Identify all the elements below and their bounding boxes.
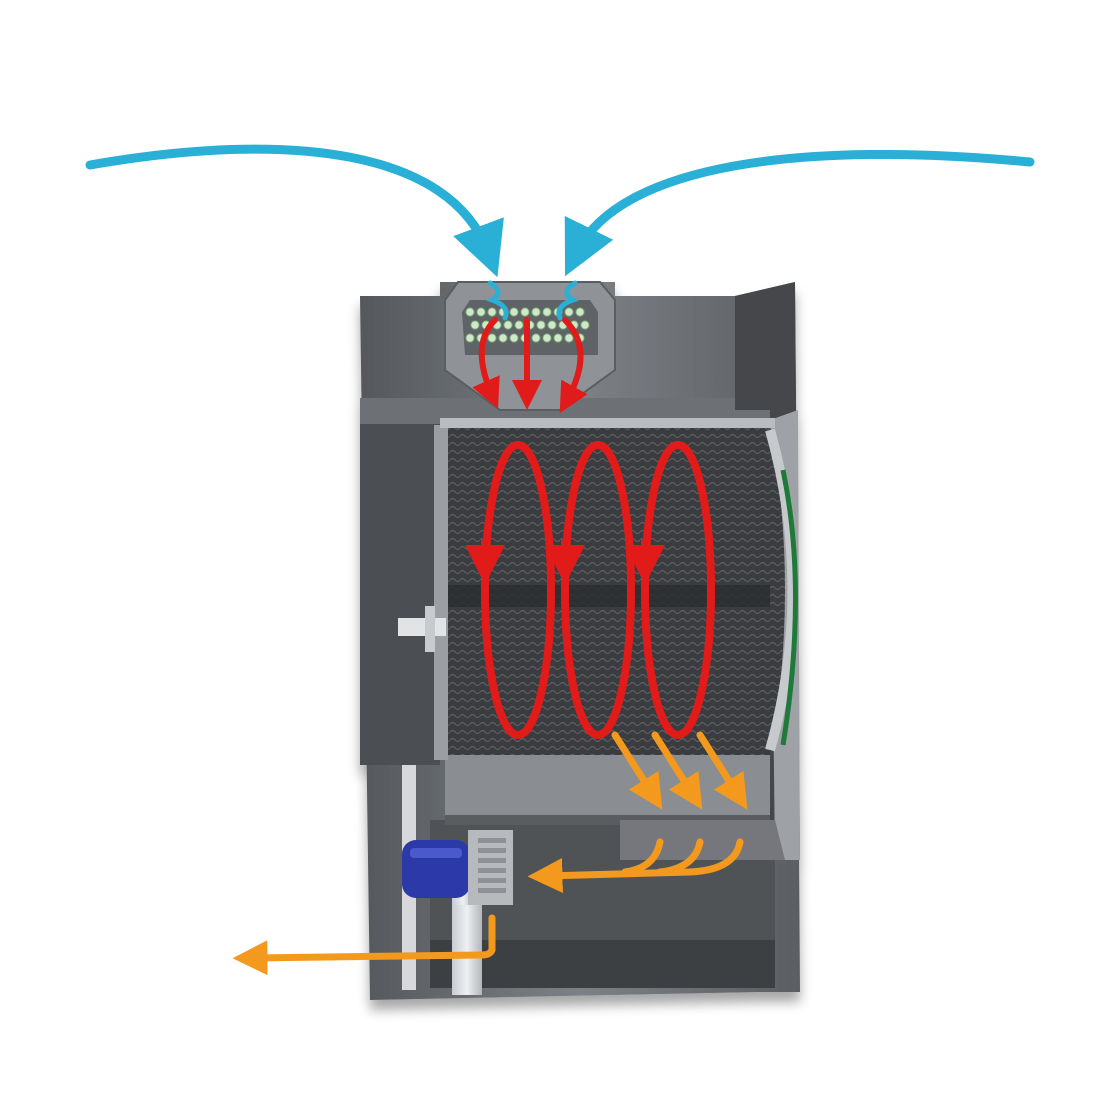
- fan-blade: [478, 878, 506, 883]
- drum: [398, 418, 798, 760]
- drum-shelf: [445, 585, 770, 607]
- exhaust-pipe: [452, 905, 482, 995]
- fan-blade: [478, 868, 506, 873]
- drum-door-rim: [765, 428, 798, 752]
- heater-coils: [465, 307, 590, 343]
- heater-coil: [575, 307, 585, 317]
- heater-coil: [509, 333, 519, 343]
- blower-motor: [402, 830, 513, 905]
- fan-blade: [478, 858, 506, 863]
- heater-coil: [520, 307, 530, 317]
- heater-coil: [564, 307, 574, 317]
- intake-arrow-left: [85, 144, 504, 278]
- hot-air-loop: [641, 441, 715, 739]
- intake-arrow-right: [564, 149, 1035, 277]
- heater-coil: [465, 333, 475, 343]
- hot-air-loop: [561, 441, 635, 739]
- circulating-hot-air: [465, 441, 715, 739]
- heater-coil: [509, 307, 519, 317]
- heater-coil: [547, 320, 557, 330]
- heated-air-flow: [472, 317, 588, 414]
- heater-coil: [536, 320, 546, 330]
- exhaust-air-flow: [611, 731, 748, 810]
- heater-coil: [487, 307, 497, 317]
- heater-coil: [487, 333, 497, 343]
- heater-coil: [503, 320, 513, 330]
- heater-coil: [498, 333, 508, 343]
- heater-coil: [476, 307, 486, 317]
- fan-blade: [478, 888, 506, 893]
- heater-coil: [470, 320, 480, 330]
- cabinet-left-panel: [360, 420, 440, 765]
- fan-blade: [478, 848, 506, 853]
- exhaust-branch-arrow: [651, 731, 703, 810]
- heater-coil: [531, 333, 541, 343]
- heater-coil: [542, 307, 552, 317]
- fan-impeller: [478, 838, 506, 893]
- heater-coil: [580, 320, 590, 330]
- heater-coil: [465, 307, 475, 317]
- heater-coil: [531, 307, 541, 317]
- drum-rim-top: [440, 418, 775, 428]
- heater-coil: [542, 333, 552, 343]
- exhaust-branch-arrow: [611, 731, 663, 810]
- heater-coil: [564, 333, 574, 343]
- exhaust-arrow-to-fan: [527, 838, 744, 894]
- drum-shaft: [398, 606, 446, 652]
- hot-air-loop: [481, 441, 555, 739]
- fan-blade: [478, 838, 506, 843]
- exhaust-branch-arrow: [696, 731, 748, 810]
- intake-air-flow: [85, 144, 1035, 321]
- heater-coil: [553, 333, 563, 343]
- drum-left-lip: [434, 425, 448, 760]
- exhaust-arrow-outlet: [232, 914, 496, 976]
- exhaust-outlet-flow: [232, 838, 744, 976]
- heater-coil: [514, 320, 524, 330]
